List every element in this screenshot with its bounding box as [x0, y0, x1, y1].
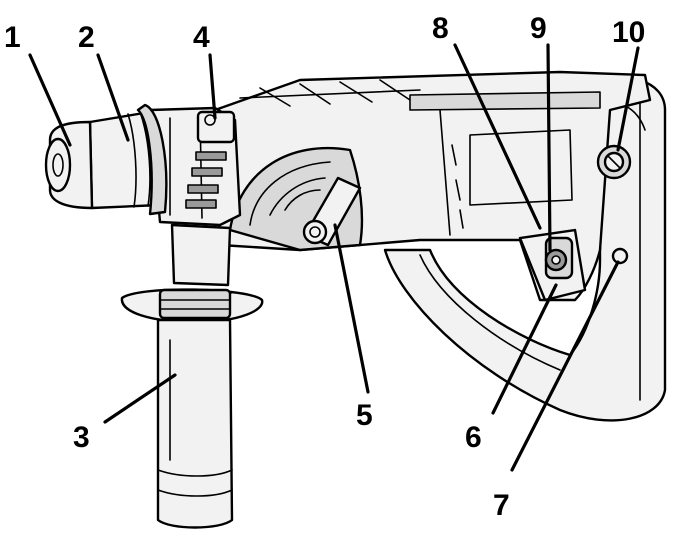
callout-10: 10: [612, 16, 645, 49]
callout-3: 3: [73, 421, 90, 454]
callout-4: 4: [193, 21, 210, 54]
mode-selector-switch: [302, 176, 362, 247]
chuck: [88, 103, 168, 216]
tool-holder: [44, 120, 94, 210]
leader-8: [453, 43, 542, 230]
callout-8: 8: [432, 12, 449, 45]
callout-labels: 1 2 3 4 5 6 7 8 9 10: [4, 12, 645, 522]
rear-knob: [596, 144, 632, 180]
lock-button: [611, 247, 629, 265]
leader-lines: [28, 43, 640, 472]
leader-10: [616, 46, 640, 152]
callout-9: 9: [530, 12, 547, 45]
callout-1: 1: [4, 21, 21, 54]
auxiliary-handle: [120, 223, 264, 529]
leader-5: [333, 223, 370, 394]
callout-7: 7: [493, 489, 510, 522]
depth-stop: [185, 110, 236, 209]
callout-6: 6: [465, 421, 482, 454]
leader-1: [28, 53, 72, 147]
callout-2: 2: [78, 21, 95, 54]
leader-4: [208, 53, 217, 120]
leader-7: [510, 260, 620, 472]
leader-3: [103, 373, 177, 424]
callout-5: 5: [356, 399, 373, 432]
leader-6: [491, 283, 558, 415]
leader-9: [546, 43, 552, 252]
trigger-switch: [518, 228, 587, 302]
leader-2: [96, 53, 130, 142]
